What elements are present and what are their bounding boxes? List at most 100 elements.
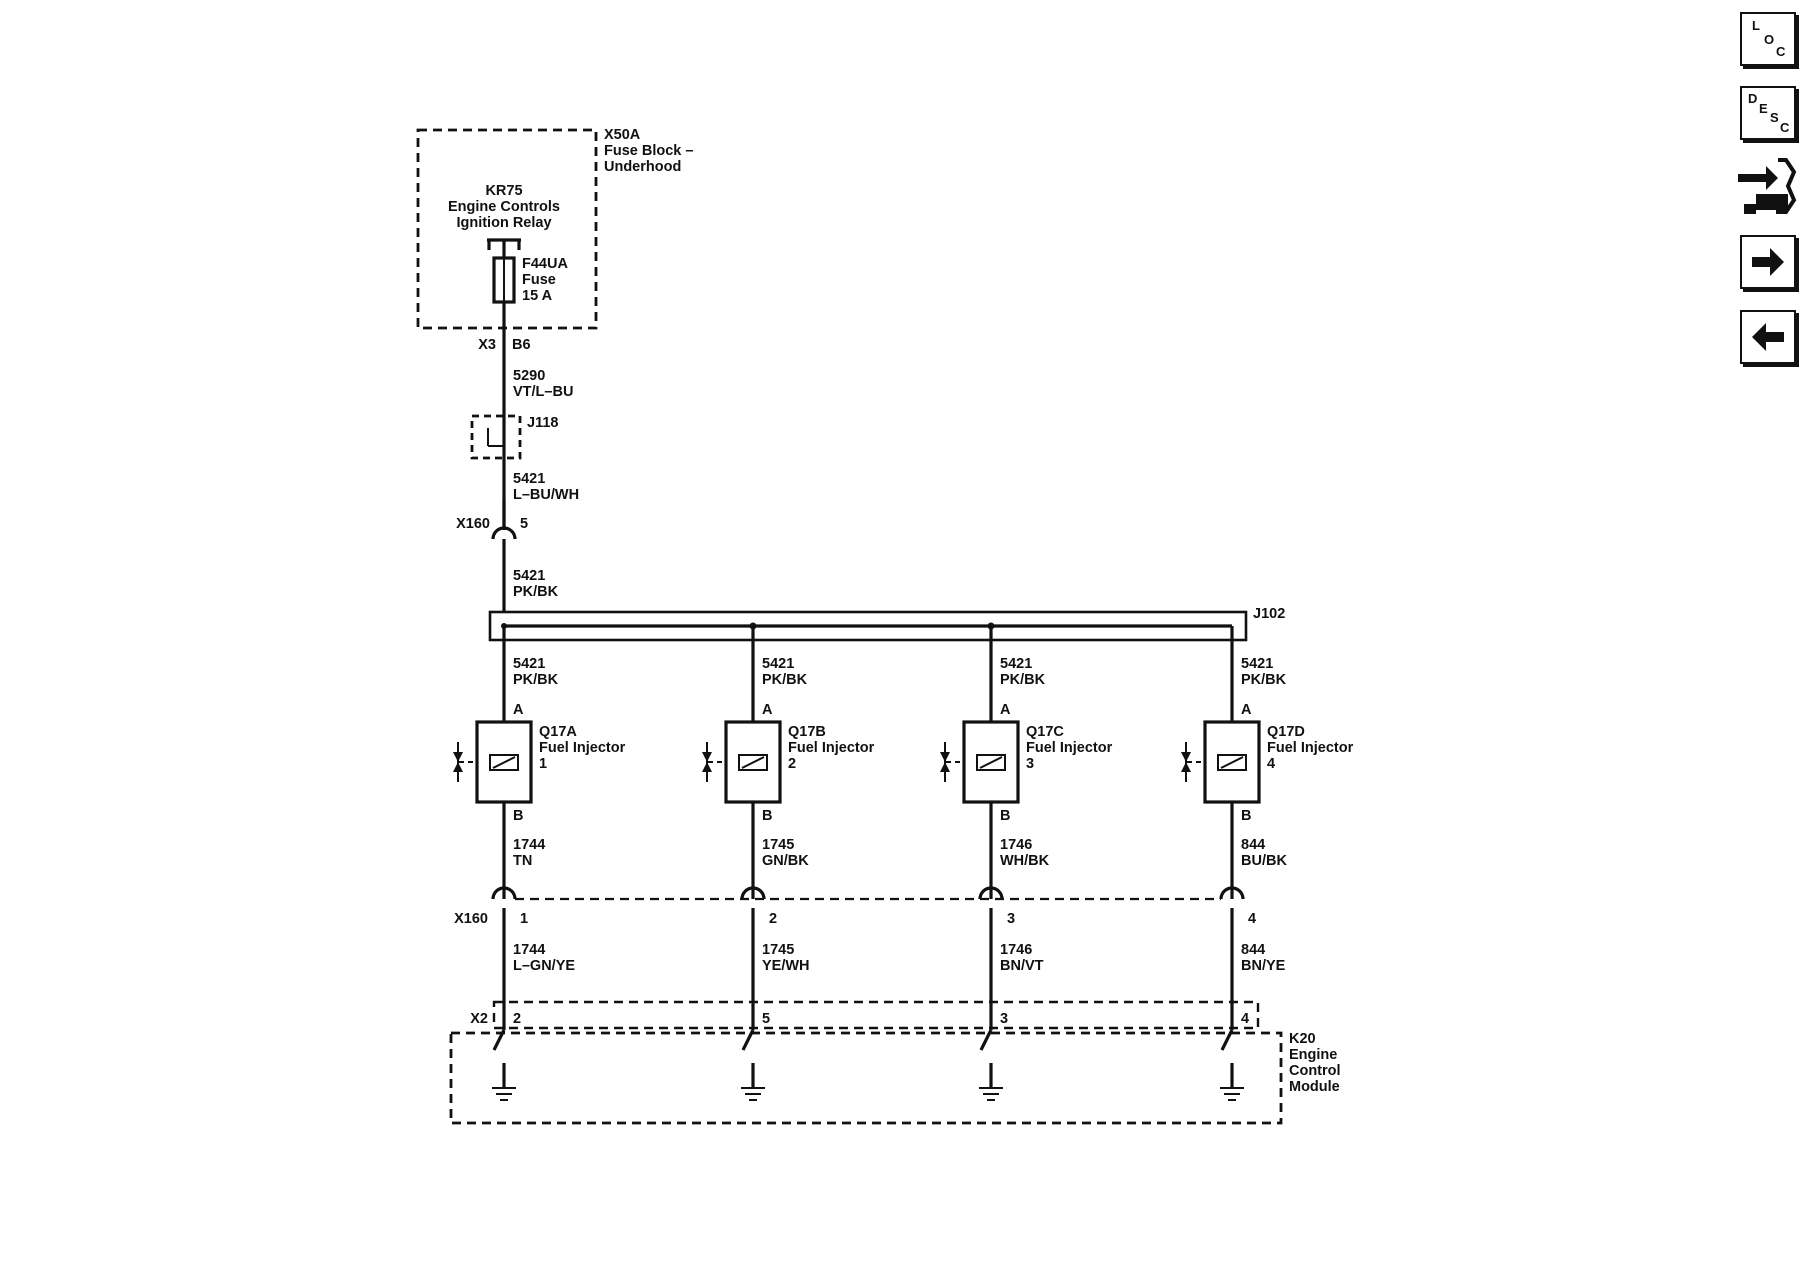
fuse-connector-id: X3 [478,337,496,353]
injector-1-ecm-color: L–GN/YE [513,958,575,974]
fuse-id: F44UA [522,256,568,272]
fuse-rating: 15 A [522,288,553,304]
injector-3-branch-circuit: 5421 [1000,656,1032,672]
injector-3-body [962,720,1020,804]
injector-1-branch-color: PK/BK [513,672,559,688]
injector-3-x160-pin: 3 [1007,911,1015,927]
injector-2-branch-circuit: 5421 [762,656,794,672]
injector-3-pin-a: A [1000,702,1011,718]
splice-j102 [488,610,1248,642]
injector-1-out-circuit: 1744 [513,837,545,853]
ecm-name-3: Module [1289,1079,1340,1095]
injector-4-number: 4 [1267,756,1275,772]
location-button[interactable]: L O C [1740,12,1796,66]
injector-4-ecm-color: BN/YE [1241,958,1286,974]
injector-4-out-circuit: 844 [1241,837,1265,853]
injector-4-branch-color: PK/BK [1241,672,1287,688]
injector-2-name: Fuel Injector [788,740,875,756]
injector-3-number: 3 [1026,756,1034,772]
injector-3-x2-pin: 3 [1000,1011,1008,1027]
injector-3-out-color: WH/BK [1000,853,1050,869]
injector-4-body [1203,720,1261,804]
relay-contact-symbol [487,238,521,258]
injector-2-ecm-circuit: 1745 [762,942,794,958]
injector-1-ecm-circuit: 1744 [513,942,545,958]
injector-4-ecm-circuit: 844 [1241,942,1265,958]
injector-branch-3 [940,626,1020,1101]
loc-letter-l: L [1752,18,1760,33]
injector-2-x2-pin: 5 [762,1011,770,1027]
injector-1-id: Q17A [539,724,577,740]
injector-3-branch-color: PK/BK [1000,672,1046,688]
j102-in-color: PK/BK [513,584,559,600]
connector-icon[interactable] [1734,154,1798,222]
left-arrow-icon [1752,323,1784,351]
j118-out-color: L–BU/WH [513,487,579,503]
j102-in-circuit: 5421 [513,568,545,584]
inline-connector-x160-pin5 [491,500,517,612]
injector-3-ecm-circuit: 1746 [1000,942,1032,958]
ecm-module-outline [449,1031,1283,1125]
injector-2-branch-color: PK/BK [762,672,808,688]
ecm-name-1: Engine [1289,1047,1337,1063]
relay-name-2: Ignition Relay [456,215,551,231]
relay-id: KR75 [485,183,522,199]
injector-1-branch-circuit: 5421 [513,656,545,672]
injector-branch-1 [453,626,533,1101]
feed-circuit-number: 5290 [513,368,545,384]
injector-2-x160-pin: 2 [769,911,777,927]
injector-3-ecm-color: BN/VT [1000,958,1044,974]
injector-2-out-color: GN/BK [762,853,809,869]
desc-letter-d: D [1748,91,1758,106]
injector-3-pin-b: B [1000,808,1010,824]
injector-3-name: Fuel Injector [1026,740,1113,756]
loc-letter-o: O [1764,32,1775,47]
fuse-type: Fuse [522,272,556,288]
next-page-button[interactable] [1740,235,1796,289]
injector-1-body [475,720,533,804]
injector-4-x160-pin: 4 [1248,911,1256,927]
injector-1-x2-pin: 2 [513,1011,521,1027]
injector-3-id: Q17C [1026,724,1064,740]
injector-1-pin-b: B [513,808,523,824]
injector-3-out-circuit: 1746 [1000,837,1032,853]
desc-letter-c: C [1780,120,1790,135]
fuse-connector-pin: B6 [512,337,531,353]
fuse-block-location: Underhood [604,159,681,175]
fuse-block-id: X50A [604,127,641,143]
desc-letter-s: S [1770,110,1779,125]
injector-1-number: 1 [539,756,547,772]
splice-j102-label: J102 [1253,606,1285,622]
injector-2-out-circuit: 1745 [762,837,794,853]
injector-1-x160-pin: 1 [520,911,528,927]
injector-4-x2-pin: 4 [1241,1011,1249,1027]
injector-4-pin-b: B [1241,808,1251,824]
description-button[interactable]: D E S C [1740,86,1796,140]
fuse-block-name: Fuse Block – [604,143,693,159]
injector-2-ecm-color: YE/WH [762,958,810,974]
j118-out-circuit: 5421 [513,471,545,487]
injector-branch-2 [702,626,782,1101]
x160-top-connector: X160 [456,516,490,532]
x160-bottom-label: X160 [454,911,488,927]
loc-letter-c: C [1776,44,1786,59]
injector-4-out-color: BU/BK [1241,853,1287,869]
ecm-connector-label: X2 [470,1011,488,1027]
injector-4-branch-circuit: 5421 [1241,656,1273,672]
injector-4-pin-a: A [1241,702,1252,718]
right-arrow-icon [1752,248,1784,276]
injector-1-out-color: TN [513,853,532,869]
injector-2-id: Q17B [788,724,826,740]
previous-page-button[interactable] [1740,310,1796,364]
fuse-block-outline [416,128,598,330]
feed-wire-color: VT/L–BU [513,384,573,400]
injector-2-pin-a: A [762,702,773,718]
injector-1-name: Fuel Injector [539,740,626,756]
injector-1-pin-a: A [513,702,524,718]
injector-4-name: Fuel Injector [1267,740,1354,756]
injector-4-id: Q17D [1267,724,1305,740]
desc-letter-e: E [1759,101,1768,116]
splice-j118-label: J118 [527,415,558,431]
injector-2-number: 2 [788,756,796,772]
